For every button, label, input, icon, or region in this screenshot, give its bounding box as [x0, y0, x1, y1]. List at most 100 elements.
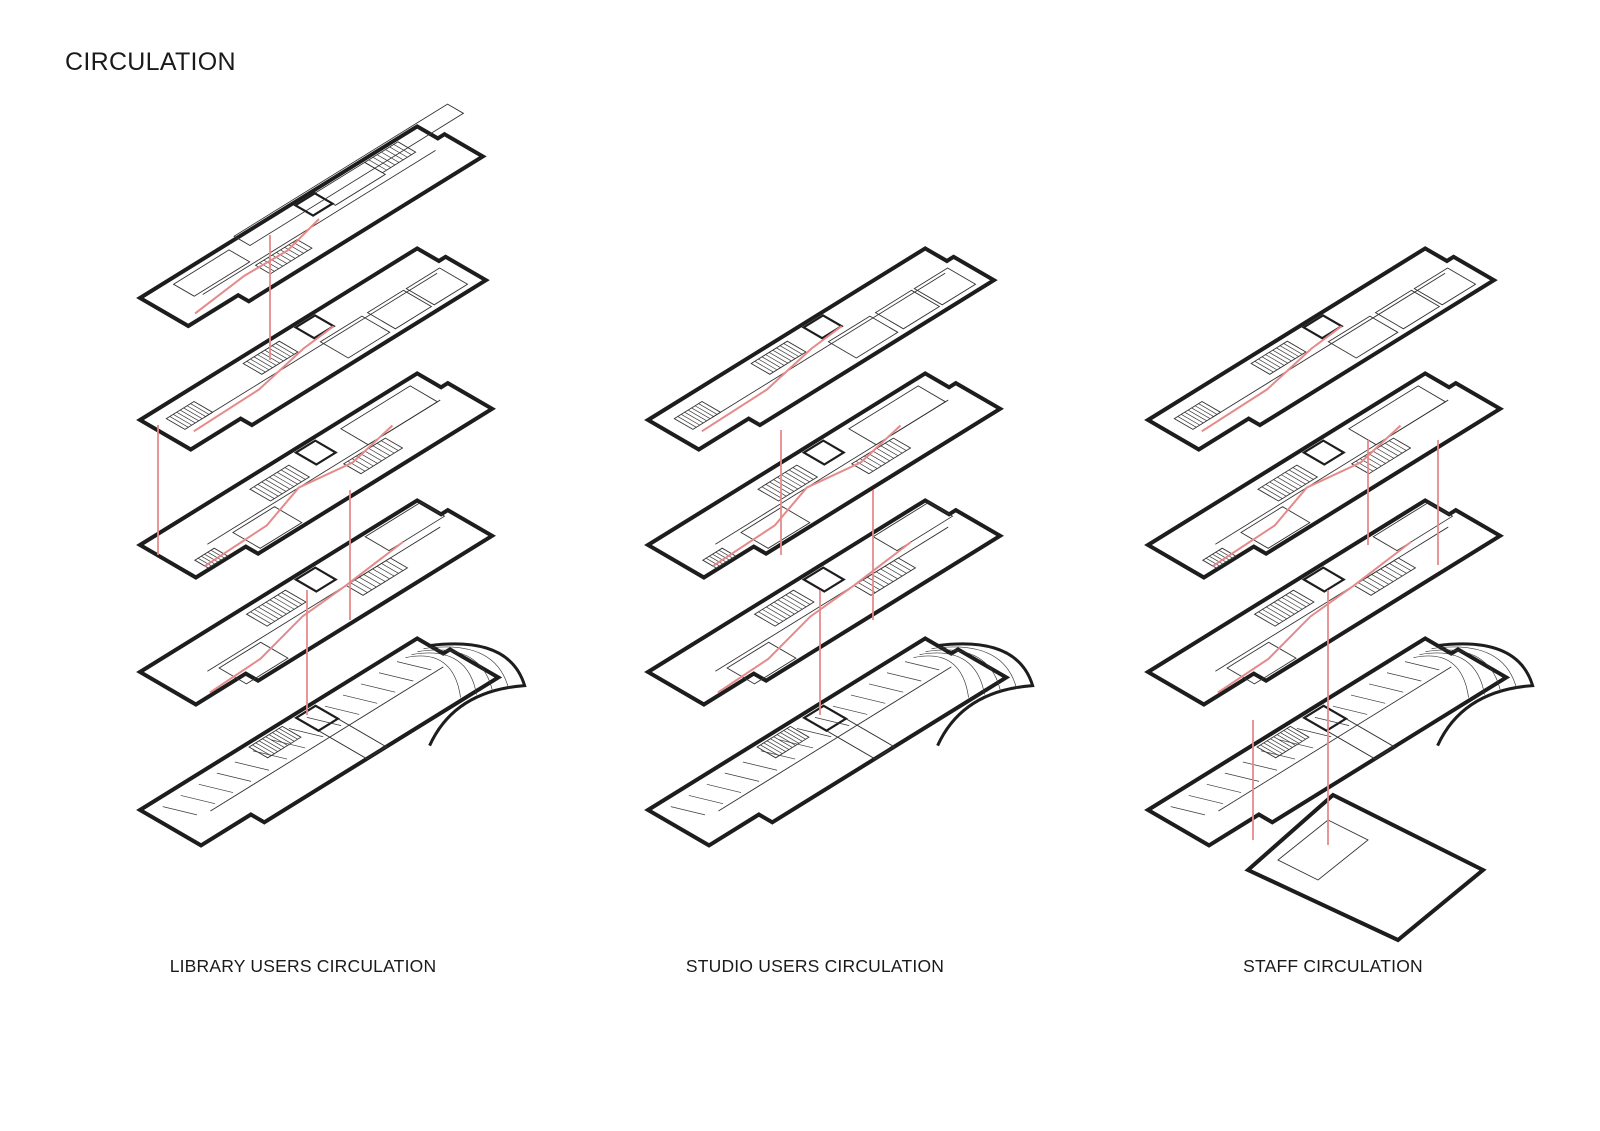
library-floor-2-stair-tread — [280, 469, 302, 483]
library-floor-4-slab — [136, 636, 503, 848]
staff-floor-2-slab — [1144, 371, 1504, 580]
staff-floor-1-stair-tread — [1269, 352, 1289, 364]
staff-floor-2-lift-core — [1301, 439, 1346, 466]
library-floor-2-stair-tread — [197, 557, 212, 567]
staff-floor-1-stair-tread — [1261, 356, 1281, 368]
studio-floor-2-stair-tread — [868, 453, 886, 464]
library-floor-4-parking-bay — [252, 750, 288, 760]
studio-floor-3-stair-tread — [766, 606, 787, 620]
staff-floor-1-stair-outline — [1250, 340, 1307, 375]
staff-floor-4-corridor-line — [1218, 666, 1452, 812]
library-floor-1-stair-tread — [268, 347, 288, 360]
library-floor-0-stair-outline — [254, 239, 313, 275]
studio-floor-2-stair-tread — [872, 450, 890, 462]
library-floor-4-parking-bay — [216, 772, 252, 782]
staff-diagram — [1144, 246, 1535, 943]
library-floor-0-stair-tread — [389, 146, 408, 158]
studio-floor-1-corridor-line — [712, 272, 946, 418]
studio-floor-4-parking-bay — [904, 661, 940, 671]
studio-floor-2-stair-tread — [715, 551, 730, 561]
staff-basement-room — [1277, 819, 1369, 881]
studio-floor-1-stair-tread — [691, 407, 711, 419]
studio-floor-2-stair-tread — [705, 557, 720, 567]
studio-floor-2-stair-tread — [884, 442, 903, 454]
studio-floor-3-stair-tread — [769, 604, 791, 617]
studio-floor-4-parking-bay — [706, 783, 742, 793]
studio-floor-4-parking-bay — [868, 683, 904, 693]
library-floor-3-stair-tread — [269, 599, 291, 612]
library-floor-0-stair-tread — [276, 252, 292, 262]
staff-floor-2-stair-tread — [1292, 467, 1314, 480]
library-floor-3-stair-tread — [281, 592, 303, 605]
staff-floor-4-parking-bay — [1296, 728, 1332, 738]
staff-floor-2-stair-tread — [1277, 476, 1299, 490]
staff-ramp-line — [1419, 652, 1485, 695]
library-ramp — [428, 642, 527, 747]
staff-floor-2-stair-tread — [1372, 450, 1390, 462]
staff-floor-4-parking-bay — [1404, 661, 1440, 671]
library-floor-2-stair-tread — [273, 474, 294, 487]
staff-floor-4-stair-tread — [1270, 738, 1290, 750]
studio-floor-1-circulation-path — [701, 325, 843, 433]
library-floor-1-stair-tread — [271, 345, 291, 357]
studio-floor-1-stair-outline — [750, 340, 807, 375]
library-floor-4-stair-outline — [248, 725, 302, 759]
studio-floor-1-stair-tread — [677, 416, 697, 428]
staff-floor-1-stair-tread — [1265, 354, 1285, 366]
studio-floor-3-stair-tread — [758, 611, 780, 624]
studio-floor-1-stair-tread — [698, 403, 718, 415]
staff-floor-2-stair-tread — [1384, 442, 1403, 454]
library-floor-4-stair-tread — [265, 736, 285, 748]
library-floor-1-stair-tread — [246, 361, 266, 373]
library-floor-2-stair-tread — [364, 450, 382, 462]
studio-floor-1-stair-tread — [681, 414, 700, 426]
studio-floor-4-parking-bay — [760, 750, 796, 760]
library-floor-3-stair-tread — [277, 594, 299, 608]
studio-floor-2-stair-outline — [850, 437, 912, 475]
library-floor-3-stair-tread — [359, 576, 377, 588]
library-floor-3-stair-tread — [372, 568, 390, 580]
library-floor-1-stair-tread — [169, 416, 189, 428]
studio-floor-2-room — [740, 506, 811, 549]
studio-floor-3-stair-tread — [789, 592, 811, 605]
staff-floor-4-lift-core — [1302, 704, 1349, 732]
library-floor-1-circulation-path — [193, 325, 335, 433]
library-floor-1-room — [366, 289, 433, 330]
studio-floor-2-stair-tread — [761, 486, 783, 499]
library-floor-2-room — [340, 385, 439, 446]
staff-floor-4-stair-tread — [1283, 730, 1303, 742]
studio-floor-3-room — [726, 641, 797, 685]
staff-floor-1-room — [1327, 315, 1399, 359]
library-floor-1-stair-tread — [253, 356, 273, 368]
library-floor-3-lift-core — [293, 566, 338, 593]
library-floor-0-stair-tread — [372, 156, 391, 168]
staff-floor-3-stair-tread — [1389, 563, 1407, 574]
staff-floor-3-circulation-path — [1217, 541, 1412, 694]
studio-floor-1-stair-tread — [776, 347, 796, 360]
library-floor-4-stair-tread — [252, 744, 272, 756]
staff-floor-3-stair-tread — [1281, 597, 1303, 610]
studio-floor-4-stair-tread — [786, 728, 806, 740]
library-floor-4-parking-bay — [234, 761, 270, 771]
library-floor-1-stair-tread — [186, 405, 206, 417]
library-ramp-line — [405, 655, 461, 698]
staff-ramp-line — [1425, 649, 1501, 692]
staff-floor-3-stair-tread — [1375, 571, 1394, 582]
studio-floor-2-stair-tread — [876, 448, 895, 459]
studio-floor-1-stair-tread — [684, 411, 704, 424]
library-floor-0-stair-tread — [272, 254, 288, 264]
studio-floor-2-stair-tread — [785, 472, 806, 485]
studio-floor-3-stair-tread — [867, 576, 885, 588]
staff-floor-2-stair-tread — [1273, 479, 1295, 492]
staff-floor-2-stair-tread — [1376, 448, 1395, 459]
staff-floor-1-stair-tread — [1181, 414, 1200, 426]
staff-floor-3-stair-tread — [1358, 582, 1376, 593]
studio-floor-2-stair-tread — [788, 469, 810, 483]
studio-floor-4-stair-outline — [756, 725, 810, 759]
staff-floor-3-stair-tread — [1266, 606, 1287, 620]
library-floor-0-corridor-line — [202, 149, 436, 295]
studio-floor-3-corridor-line — [715, 526, 949, 672]
library-floor-2-stair-tread — [368, 448, 387, 459]
library-floor-3-stair-outline — [345, 557, 409, 596]
studio-ramp-line — [913, 655, 969, 698]
